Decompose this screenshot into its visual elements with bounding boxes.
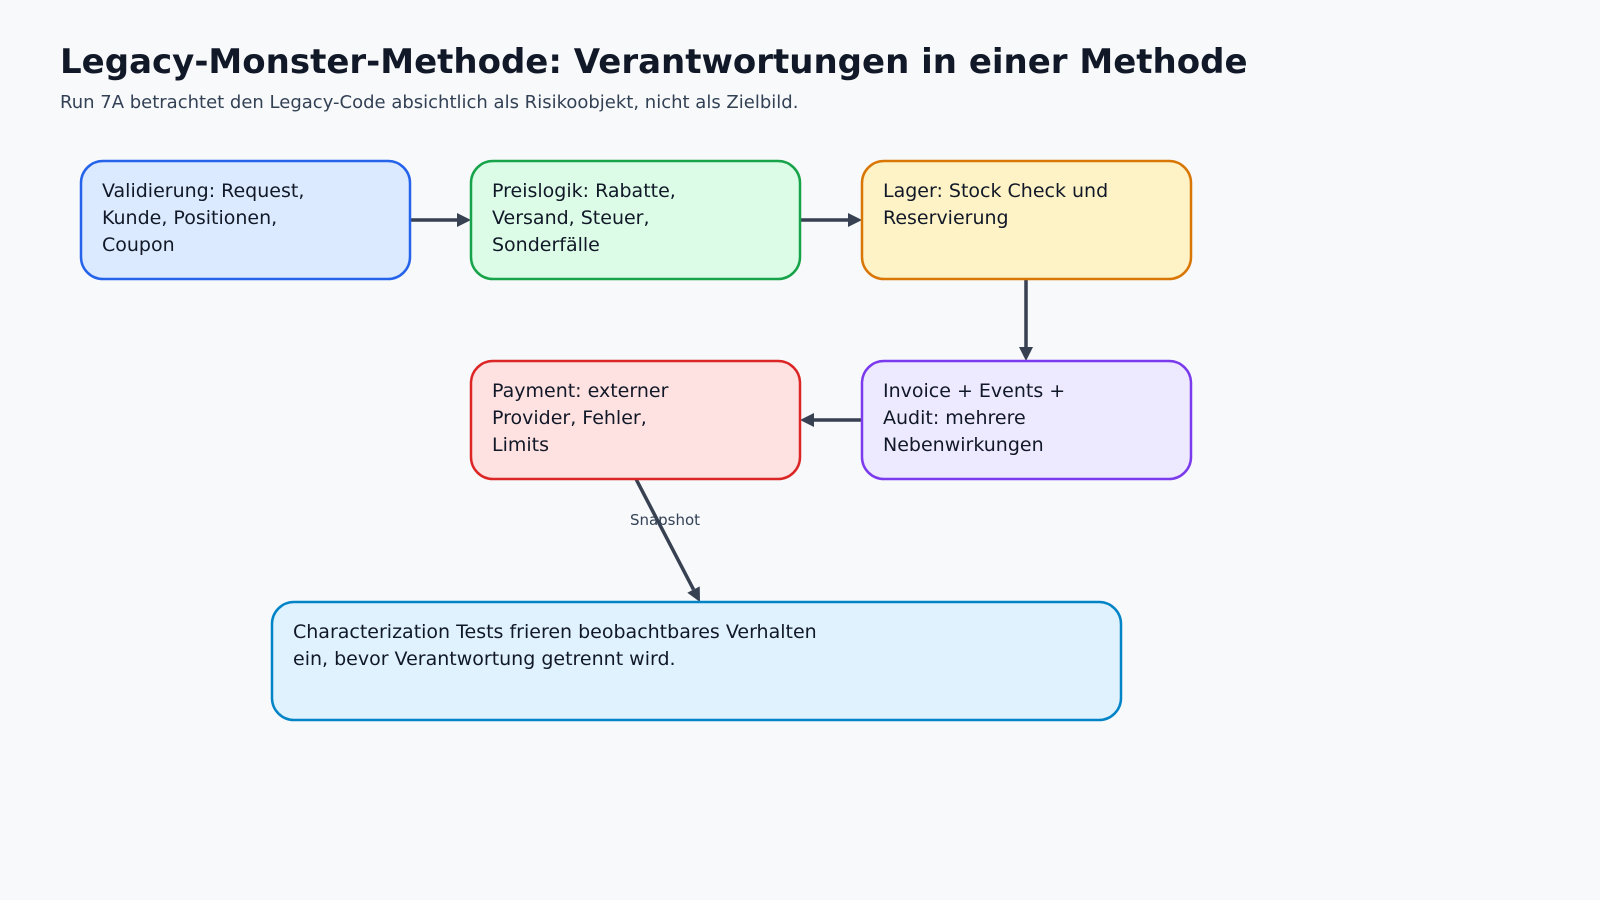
node-label-invoice-line-0: Invoice + Events + (883, 380, 1065, 402)
node-box-invoice (860, 359, 1193, 481)
node-characterization: Characterization Tests frieren beobachtb… (270, 600, 1123, 722)
node-label-invoice-line-2: Nebenwirkungen (883, 434, 1044, 456)
node-validierung: Validierung: Request, Kunde, Positionen, C… (79, 159, 412, 281)
node-label-invoice-line-1: Audit: mehrere (883, 407, 1026, 429)
node-label-payment-line-1: Provider, Fehler, (492, 407, 647, 429)
node-label-validierung-line-1: Kunde, Positionen, (102, 207, 277, 229)
page-subtitle: Run 7A betrachtet den Legacy-Code absich… (60, 92, 799, 113)
node-box-lager (860, 159, 1193, 281)
node-label-preislogik-line-1: Versand, Steuer, (492, 207, 650, 229)
edge-invoice-to-payment (800, 413, 862, 427)
node-label-characterization-line-0: Characterization Tests frieren beobachtb… (293, 621, 817, 643)
arrowhead-lager-to-invoice (1019, 347, 1033, 361)
node-label-validierung-line-0: Validierung: Request, (102, 180, 304, 202)
node-label-characterization-line-1: ein, bevor Verantwortung getrennt wird. (293, 648, 676, 670)
edge-label-payment-to-characterization: Snapshot (630, 511, 700, 529)
node-preislogik: Preislogik: Rabatte, Versand, Steuer, Sond… (469, 159, 802, 281)
edge-payment-to-characterization (634, 478, 700, 602)
node-label-validierung-line-2: Coupon (102, 234, 175, 256)
arrowhead-validierung-to-preislogik (457, 213, 471, 227)
node-box-preislogik (469, 159, 802, 281)
arrowhead-preislogik-to-lager (848, 213, 862, 227)
edge-lager-to-invoice (1019, 279, 1033, 361)
node-label-preislogik-line-2: Sonderfälle (492, 234, 600, 256)
page-title: Legacy-Monster-Methode: Verantwortungen … (60, 42, 1248, 82)
edge-validierung-to-preislogik (410, 213, 471, 227)
arrowhead-payment-to-characterization (687, 586, 700, 602)
node-label-preislogik-line-0: Preislogik: Rabatte, (492, 180, 676, 202)
edge-preislogik-to-lager (800, 213, 862, 227)
node-label-payment-line-2: Limits (492, 434, 549, 456)
node-label-lager-line-1: Reservierung (883, 207, 1009, 229)
node-label-lager-line-0: Lager: Stock Check und (883, 180, 1108, 202)
edges-layer (410, 213, 1033, 602)
node-label-payment-line-0: Payment: externer (492, 380, 669, 402)
node-box-characterization (270, 600, 1123, 722)
arrowhead-invoice-to-payment (800, 413, 814, 427)
node-invoice: Invoice + Events + Audit: mehrereNebenwir… (860, 359, 1193, 481)
edge-labels-layer: Snapshot (630, 511, 700, 529)
node-box-validierung (79, 159, 412, 281)
nodes-layer: Validierung: Request, Kunde, Positionen, C… (79, 159, 1193, 722)
edge-line-payment-to-characterization (634, 478, 696, 591)
node-box-payment (469, 359, 802, 481)
